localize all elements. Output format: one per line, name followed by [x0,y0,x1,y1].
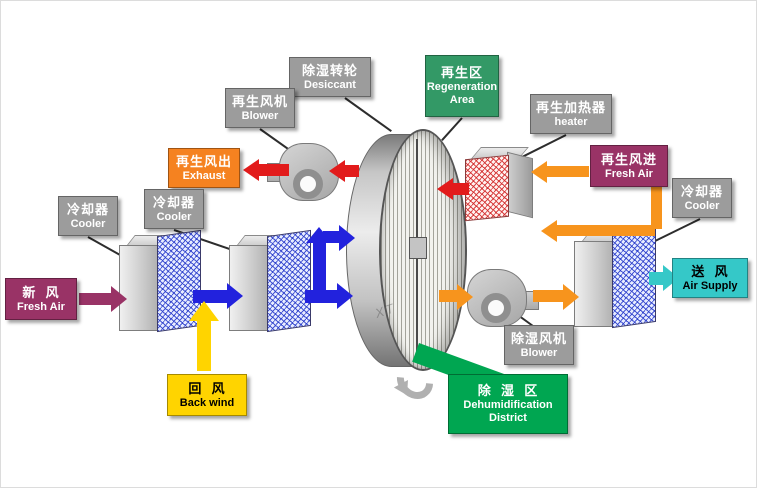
label-dehum-blower-zh: 除湿风机 [510,330,567,346]
label-fresh-air-in: 新 风 Fresh Air [5,278,77,320]
desiccant-wheel-hub [409,237,427,259]
label-cooler-mid-zh: 冷却器 [152,194,195,210]
heater-coil-mesh [465,154,509,222]
label-back-wind-zh: 回 风 [188,380,226,396]
label-fresh-air-in-en: Fresh Air [17,300,65,313]
label-regeneration-area-en: Regeneration Area [426,81,498,107]
connector-desiccant [344,97,392,132]
supply-arrow-head-1 [457,284,473,310]
label-dehum-blower-en: Blower [520,346,558,359]
heater-to-wheel-arrow-head [437,178,453,200]
back-wind-arrow-shaft [197,321,211,371]
back-wind-arrow-head [189,301,219,321]
label-air-supply: 送 风 Air Supply [672,258,748,298]
cooler-right-unit [574,225,656,331]
label-desiccant-en: Desiccant [304,78,356,91]
label-cooler-left-zh: 冷却器 [66,201,109,217]
regen-intake-arrow-head-upper [531,161,547,183]
supply-arrow-shaft-1 [439,290,457,302]
process-air-arrow-shaft-up [313,243,326,293]
process-air-arrow-head-3 [339,225,355,251]
process-air-arrow-shaft-2 [305,290,337,303]
label-regeneration-area-zh: 再生区 [440,65,483,81]
label-dehum-district: 除 湿 区 Dehumidification District [448,374,568,434]
regen-exhaust-arrow-shaft-2 [259,164,289,176]
label-regen-blower-zh: 再生风机 [231,93,288,109]
label-cooler-left-en: Cooler [70,217,106,230]
label-regen-heater-zh: 再生加热器 [535,99,606,115]
label-exhaust: 再生风出 Exhaust [168,148,240,188]
regen-intake-arrow-shaft-lower [557,225,655,236]
label-desiccant-zh: 除湿转轮 [301,62,358,78]
label-regen-blower: 再生风机 Blower [225,88,295,128]
label-exhaust-zh: 再生风出 [175,153,232,169]
label-dehum-blower: 除湿风机 Blower [504,325,574,365]
label-exhaust-en: Exhaust [182,169,226,182]
supply-arrow-head-2 [563,284,579,310]
label-desiccant: 除湿转轮 Desiccant [289,57,371,97]
label-cooler-right: 冷却器 Cooler [672,178,732,218]
label-regen-fresh-air: 再生风进 Fresh Air [590,145,668,187]
label-fresh-air-in-zh: 新 风 [22,284,60,300]
label-cooler-mid-en: Cooler [156,210,192,223]
label-regen-blower-en: Blower [241,109,279,122]
label-air-supply-en: Air Supply [682,279,738,292]
process-air-arrow-shaft-1 [193,290,227,303]
label-regen-heater-en: heater [554,115,588,128]
label-cooler-right-zh: 冷却器 [680,183,723,199]
wheel-rotation-arrow-icon [389,354,441,407]
heater-to-wheel-arrow-shaft [453,183,469,195]
regen-intake-arrow-shaft-vertical [651,187,662,229]
label-cooler-left: 冷却器 Cooler [58,196,118,236]
cooler-coil-mesh [267,229,311,333]
label-air-supply-zh: 送 风 [691,263,729,279]
process-air-arrow-shaft-3 [323,231,339,243]
label-back-wind: 回 风 Back wind [167,374,247,416]
process-air-arrow-head-2 [337,283,353,309]
blower-fan-icon [481,293,511,323]
label-dehum-district-zh: 除 湿 区 [477,383,539,399]
air-supply-arrow-shaft [649,272,663,285]
label-regeneration-area: 再生区 Regeneration Area [425,55,499,117]
label-cooler-right-en: Cooler [684,199,720,212]
fresh-air-arrow-shaft [79,293,111,305]
label-regen-heater: 再生加热器 heater [530,94,612,134]
label-regen-fresh-air-en: Fresh Air [605,167,653,180]
regen-intake-arrow-head-lower [541,220,557,242]
regen-intake-arrow-shaft-upper [547,166,589,177]
fresh-air-arrow-head [111,286,127,312]
connector-regeneration-area [441,117,463,141]
regen-exhaust-arrow-head-2 [243,159,259,181]
label-cooler-mid: 冷却器 Cooler [144,189,204,229]
regen-heater-unit [465,147,541,222]
regen-exhaust-arrow-head-1 [329,160,345,182]
label-regen-fresh-air-zh: 再生风进 [600,151,657,167]
label-back-wind-en: Back wind [179,396,235,409]
heater-side-face [507,151,533,219]
process-air-arrow-head-1 [227,283,243,309]
label-dehum-district-en: Dehumidification District [463,399,553,425]
regen-exhaust-arrow-shaft-1 [345,165,359,177]
supply-arrow-shaft-2 [533,290,563,302]
blower-fan-icon [293,169,323,199]
